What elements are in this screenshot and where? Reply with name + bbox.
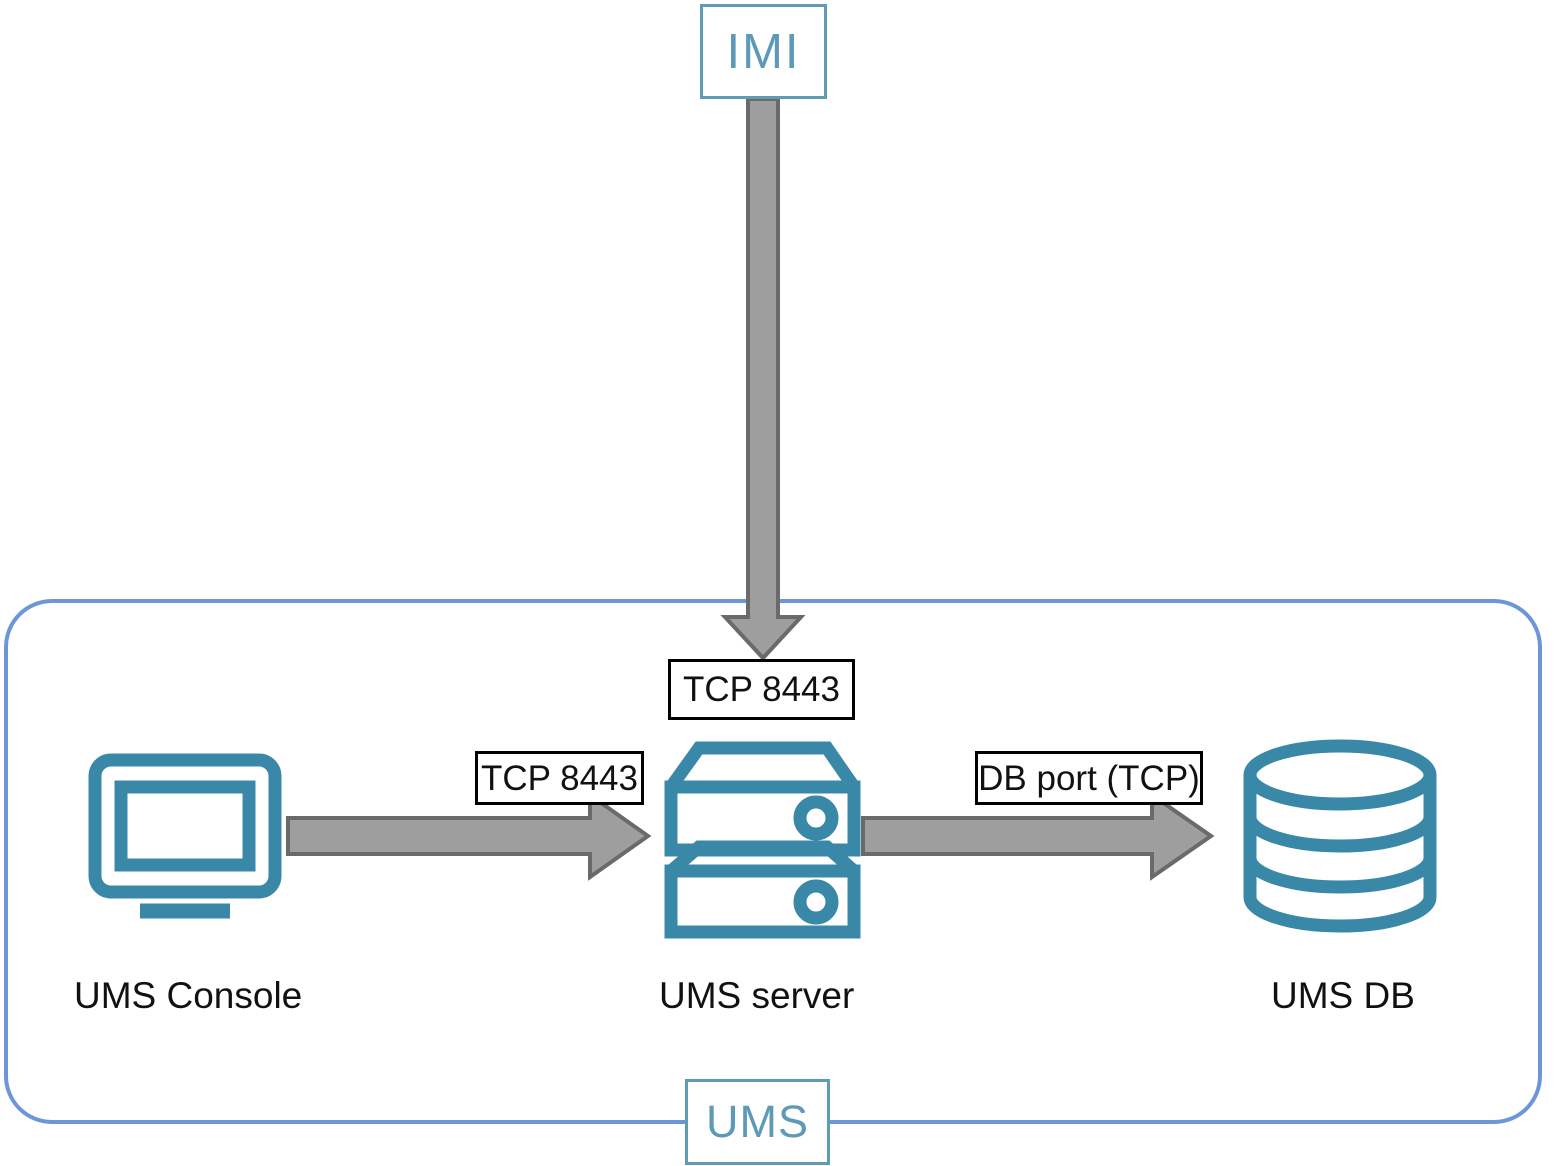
monitor-icon — [88, 753, 282, 919]
server-icon — [664, 741, 861, 939]
node-label-ums-console: UMS Console — [74, 975, 303, 1016]
arrow-imi-to-server — [720, 97, 806, 661]
port-label-text: DB port (TCP) — [978, 758, 1200, 798]
node-label-ums-server: UMS server — [659, 975, 855, 1016]
port-label-server-to-db: DB port (TCP) — [975, 751, 1203, 805]
ums-zone-tag: UMS — [685, 1079, 830, 1165]
port-label-text: TCP 8443 — [481, 758, 638, 798]
ums-zone-label: UMS — [706, 1096, 809, 1147]
imi-zone-tag: IMI — [700, 4, 827, 99]
database-icon — [1243, 739, 1437, 933]
imi-zone-label: IMI — [726, 24, 801, 79]
node-label-ums-db: UMS DB — [1271, 975, 1415, 1016]
port-label-text: TCP 8443 — [683, 670, 840, 709]
arrow-console-to-server — [286, 791, 652, 881]
port-label-console-to-server: TCP 8443 — [475, 751, 644, 805]
arrow-server-to-db — [861, 791, 1215, 881]
port-label-imi-to-server: TCP 8443 — [668, 659, 855, 720]
